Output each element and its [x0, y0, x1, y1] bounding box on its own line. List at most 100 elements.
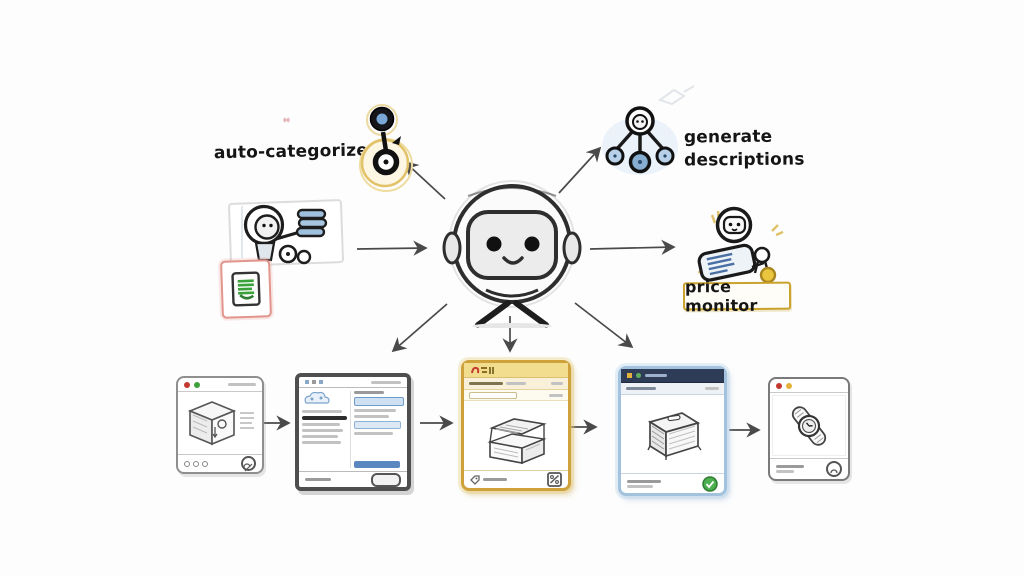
yellow-dot-icon: [786, 382, 792, 389]
titlebar-scribble: [228, 383, 256, 386]
cube-product-sketch: [187, 401, 254, 446]
robot-eye-right: [524, 236, 540, 252]
arrow-left-to-robot: [356, 240, 428, 256]
camera-circle-icon: [241, 456, 256, 472]
price-monitor-label: price monitor: [682, 277, 792, 315]
titlebar-scribble: [645, 374, 667, 377]
footer-scribble: [305, 478, 331, 481]
form-line: [302, 435, 338, 438]
window3-addressbar: [464, 390, 568, 401]
address-scribble: [626, 387, 656, 390]
window2-toolbar: [299, 377, 407, 388]
toolbar-glyph: [305, 380, 309, 384]
blue-marketplace-window: [618, 366, 727, 496]
robot-ear-right: [562, 231, 582, 265]
arrow-robot-to-window2: [391, 303, 448, 353]
robot-stand: [475, 300, 549, 328]
window3-footer: [464, 470, 568, 488]
window1-footer: [178, 454, 262, 472]
logo-square-yellow: [627, 373, 632, 378]
robot-price-tag-icon: [697, 206, 784, 284]
toolbar-glyph: [312, 380, 316, 384]
robot-stacking-icon: [228, 199, 344, 267]
watch-product-window: [768, 377, 850, 481]
window2-footer: [299, 471, 407, 487]
tag-icon: [470, 474, 480, 485]
pink-scribble: [283, 117, 290, 123]
footer-scribble: [627, 479, 661, 483]
robot-mascot: [442, 180, 582, 328]
window5-content: [772, 395, 846, 456]
category-nodes-icon: [359, 104, 413, 192]
wristwatch-product-sketch: [791, 405, 827, 446]
form-input-highlight: [353, 397, 404, 406]
footer-scribble: [483, 478, 507, 481]
toolbar-scribble: [371, 380, 401, 384]
address-scribble: [705, 387, 719, 390]
window4-content: [621, 395, 724, 473]
address-field: [469, 391, 517, 399]
window5-footer: [770, 458, 848, 479]
menubar-scribble: [469, 382, 503, 385]
listing-form-window: [295, 373, 411, 491]
form-line: [353, 432, 393, 435]
footer-scribble: [627, 484, 653, 488]
form-input-highlight: [353, 421, 401, 429]
generate-line1: generate: [683, 126, 773, 148]
footer-dot-icon: [202, 460, 208, 467]
green-check-icon: [702, 475, 718, 492]
form-line: [302, 429, 344, 432]
footer-dot-icon: [184, 460, 190, 467]
footer-scribble: [776, 470, 794, 473]
crate-product-sketch: [646, 412, 702, 460]
percent-square-icon: [547, 472, 562, 487]
green-dot-icon: [194, 381, 200, 388]
window1-titlebar: [178, 378, 262, 392]
red-dot-icon: [184, 381, 190, 388]
yellow-marketplace-window: [461, 360, 571, 491]
window2-body: [299, 388, 407, 471]
red-dot-icon: [776, 382, 782, 389]
generate-descriptions-label: generate descriptions: [684, 125, 805, 172]
robot-smile: [502, 256, 524, 265]
submit-pill-button: [371, 472, 401, 487]
window4-addressbar: [621, 383, 724, 395]
form-header-bar: [302, 416, 347, 420]
auto-categorize-label: auto-categorize: [213, 140, 369, 164]
form-line: [302, 441, 342, 444]
green-label-card-icon: [220, 259, 272, 319]
faint-sketch: [657, 85, 695, 106]
window5-titlebar: [770, 379, 848, 393]
robot-face-screen: [466, 210, 558, 280]
form-left-pane: [302, 391, 347, 468]
form-line: [353, 409, 397, 412]
window1-content: [178, 392, 262, 454]
form-submit-bar: [353, 461, 400, 468]
menubar-scribble: [506, 382, 526, 385]
marketplace-logo-scribble: [471, 366, 494, 374]
arrow-robot-to-window4: [574, 302, 634, 349]
form-right-pane: [349, 391, 404, 468]
form-line: [302, 423, 341, 426]
refresh-circle-icon: [826, 461, 842, 477]
green-label-sticker: [231, 271, 261, 307]
robot-ear-left: [442, 231, 462, 265]
robot-branch-icon: [602, 106, 678, 175]
window3-content: [464, 401, 568, 470]
toolbar-glyph: [319, 380, 323, 384]
open-box-product-sketch: [487, 417, 547, 464]
form-line: [353, 415, 389, 418]
menubar-scribble: [551, 382, 563, 385]
blue-cloud-sketch: [304, 391, 330, 404]
footer-dot-icon: [193, 460, 199, 467]
arrow-robot-to-generate: [558, 146, 602, 194]
window4-footer: [621, 473, 724, 493]
arrow-robot-to-price: [589, 239, 676, 255]
footer-scribble: [776, 465, 804, 468]
robot-chin: [485, 288, 539, 298]
product-photo-window: [176, 376, 264, 474]
form-line: [302, 410, 343, 413]
window3-titlebar: [464, 363, 568, 378]
robot-eye-left: [486, 236, 502, 252]
